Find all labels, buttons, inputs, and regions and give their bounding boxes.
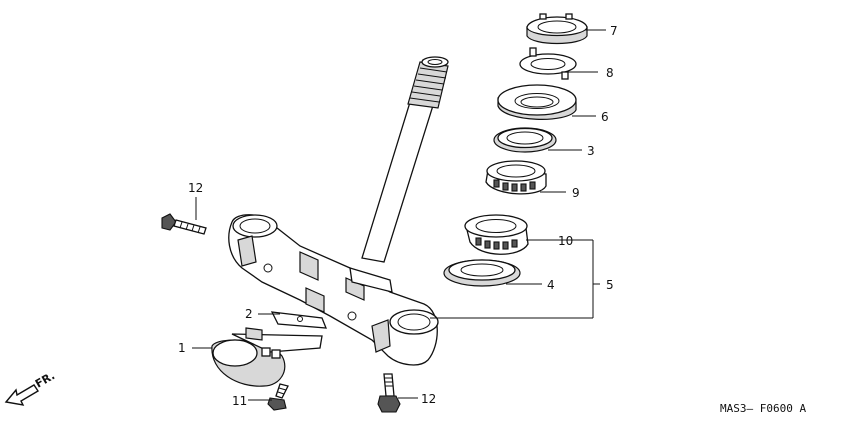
diagram-code: MAS3— F0600 A xyxy=(720,402,806,415)
horn xyxy=(211,327,323,387)
callout-6: 6 xyxy=(601,110,609,124)
callout-11: 11 xyxy=(232,394,247,408)
front-direction-indicator: FR. xyxy=(4,369,57,406)
steering-stem-shaft xyxy=(361,56,449,263)
callout-12-upper: 12 xyxy=(188,181,203,195)
lock-washer xyxy=(519,47,577,80)
dust-seal xyxy=(493,127,557,153)
horn-bolt xyxy=(267,383,289,411)
clamp-bolt-lower xyxy=(377,373,401,413)
callout-12-lower: 12 xyxy=(421,392,436,406)
callout-9: 9 xyxy=(572,186,580,200)
lower-triple-clamp xyxy=(228,214,439,366)
callout-2: 2 xyxy=(245,307,253,321)
clamp-bolt-upper xyxy=(161,213,207,235)
callout-10: 10 xyxy=(558,234,573,248)
horn-bracket xyxy=(270,311,327,329)
callout-labels: 1 2 3 4 5 6 7 8 9 10 11 12 12 xyxy=(178,24,618,408)
leader-lines xyxy=(192,29,606,401)
callout-7: 7 xyxy=(610,24,618,38)
callout-5: 5 xyxy=(606,278,614,292)
stem-lock-nut xyxy=(526,13,588,45)
callout-4: 4 xyxy=(547,278,555,292)
front-arrow-icon xyxy=(4,384,39,406)
callout-1: 1 xyxy=(178,341,186,355)
front-direction-label: FR. xyxy=(33,369,57,390)
lower-tapered-roller-bearing xyxy=(464,214,529,255)
callout-3: 3 xyxy=(587,144,595,158)
stem-adjusting-nut xyxy=(497,84,577,120)
callout-8: 8 xyxy=(606,66,614,80)
lower-dust-seal xyxy=(443,259,521,287)
upper-tapered-roller-bearing xyxy=(485,160,547,195)
